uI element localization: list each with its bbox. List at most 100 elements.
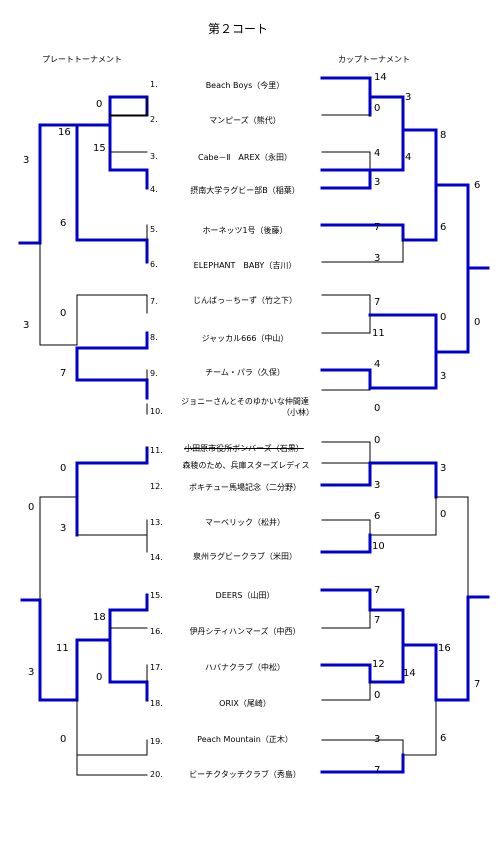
team-name: 摂南大学ラグビー部B（稲葉）	[190, 186, 300, 195]
bracket-line	[108, 680, 149, 702]
team-name: チーム・パラ（久保）	[205, 368, 285, 377]
bracket-line	[320, 753, 405, 774]
bracket-line	[321, 699, 437, 756]
team-number: 16.	[150, 627, 163, 636]
bracket-line	[320, 168, 372, 190]
bracket-line	[320, 643, 405, 684]
team-number: 10.	[150, 407, 163, 416]
team-number: 1.	[150, 80, 158, 89]
plate-score: 3	[60, 523, 67, 534]
plate-score: 0	[96, 672, 103, 683]
bracket-line	[320, 588, 405, 647]
team-number: 6.	[150, 260, 158, 269]
bracket-line	[76, 699, 148, 756]
bracket-line	[434, 595, 490, 702]
bracket-line	[20, 598, 79, 702]
cup-score: 7	[374, 615, 381, 626]
plate-score: 7	[60, 368, 67, 379]
bracket-line	[435, 496, 469, 598]
team-number: 7.	[150, 297, 158, 306]
bracket-line	[75, 331, 149, 350]
team-name: ジョニーさんとそのゆかいな仲間達	[181, 397, 309, 406]
team-name: マーベリック（松井）	[205, 518, 285, 527]
team-name: 泉州ラグビークラブ（米田）	[193, 552, 297, 561]
team-number: 5.	[150, 225, 158, 234]
team-number: 3.	[150, 152, 158, 161]
bracket-line	[108, 95, 149, 172]
plate-score: 16	[58, 127, 71, 138]
team-name: Beach Boys（今里）	[205, 81, 285, 90]
bracket-line	[39, 242, 78, 346]
bracket-line	[368, 461, 438, 499]
bracket-line	[320, 76, 372, 117]
plate-score: 0	[60, 734, 67, 745]
bracket-line	[434, 183, 490, 270]
plate-score: 0	[60, 308, 67, 319]
cup-score: 7	[374, 585, 381, 596]
bracket-line	[434, 266, 470, 354]
bracket-line	[321, 609, 371, 629]
team-number: 14.	[150, 553, 163, 562]
team-number: 20.	[150, 770, 163, 779]
bracket-line	[321, 151, 371, 171]
bracket-line	[76, 534, 148, 553]
team-name: 伊丹シティハンマーズ（中西）	[189, 627, 301, 636]
cup-score: 6	[374, 511, 381, 522]
team-number: 8.	[150, 333, 158, 342]
court-title: 第２コート	[208, 22, 269, 36]
cup-score: 3	[405, 92, 412, 103]
bracket-line	[321, 369, 371, 391]
team-name: マンピーズ（熊代）	[209, 116, 281, 125]
plate-score: 0	[60, 463, 67, 474]
cup-score: 3	[374, 177, 381, 188]
bracket-line	[39, 496, 78, 601]
team-name: ハバナクラブ（中松）	[205, 663, 285, 672]
bracket-line	[108, 168, 149, 190]
team-name: Peach Mountain（正木）	[197, 735, 293, 744]
cup-score: 14	[374, 72, 387, 83]
team-number: 18.	[150, 699, 163, 708]
cup-score: 7	[374, 765, 381, 776]
team-name: ビーチクタッチクラブ（秀島）	[189, 770, 301, 779]
plate-score: 3	[23, 320, 30, 331]
bracket-line	[401, 643, 438, 702]
team-name-continued: （小林）	[282, 408, 314, 417]
cup-score: 6	[474, 180, 481, 191]
bracket-line	[75, 238, 149, 264]
bracket-line	[108, 593, 149, 684]
bracket-line	[368, 350, 438, 390]
team-name: DEERS（山田）	[215, 591, 275, 600]
cup-score: 0	[440, 312, 447, 323]
plate-score: 6	[60, 218, 67, 229]
bracket-line	[321, 294, 371, 334]
plate-score: 0	[96, 99, 103, 110]
cup-score: 3	[374, 480, 381, 491]
plate-score: 18	[93, 612, 106, 623]
cup-score: 14	[403, 668, 416, 679]
plate-score: 11	[56, 643, 69, 654]
team-name: ホーネッツ1号（後藤）	[202, 226, 288, 235]
cup-score: 11	[372, 328, 385, 339]
plate-score: 3	[23, 155, 30, 166]
bracket-line	[321, 681, 371, 701]
cup-score: 0	[374, 690, 381, 701]
bracket-line	[321, 239, 404, 263]
team-name: ジャッカル666（中山）	[201, 334, 289, 343]
cup-score: 4	[374, 148, 381, 159]
cup-score: 6	[440, 222, 447, 233]
cup-score: 4	[374, 359, 381, 370]
cup-score: 0	[374, 403, 381, 414]
bracket-line	[76, 754, 148, 776]
cup-score: 16	[438, 643, 451, 654]
team-number: 13.	[150, 518, 163, 527]
plate-score: 3	[28, 667, 35, 678]
team-name: じんばっ－ちーず（竹之下）	[193, 296, 297, 305]
cup-score: 3	[440, 371, 447, 382]
team-number: 19.	[150, 737, 163, 746]
bracket-line	[320, 533, 372, 554]
team-number: 17.	[150, 663, 163, 672]
team-name-withdrawn: 小田原市役所ボンバーズ（石黒）	[184, 444, 304, 453]
cup-score: 7	[374, 297, 381, 308]
bracket-line	[75, 346, 149, 400]
